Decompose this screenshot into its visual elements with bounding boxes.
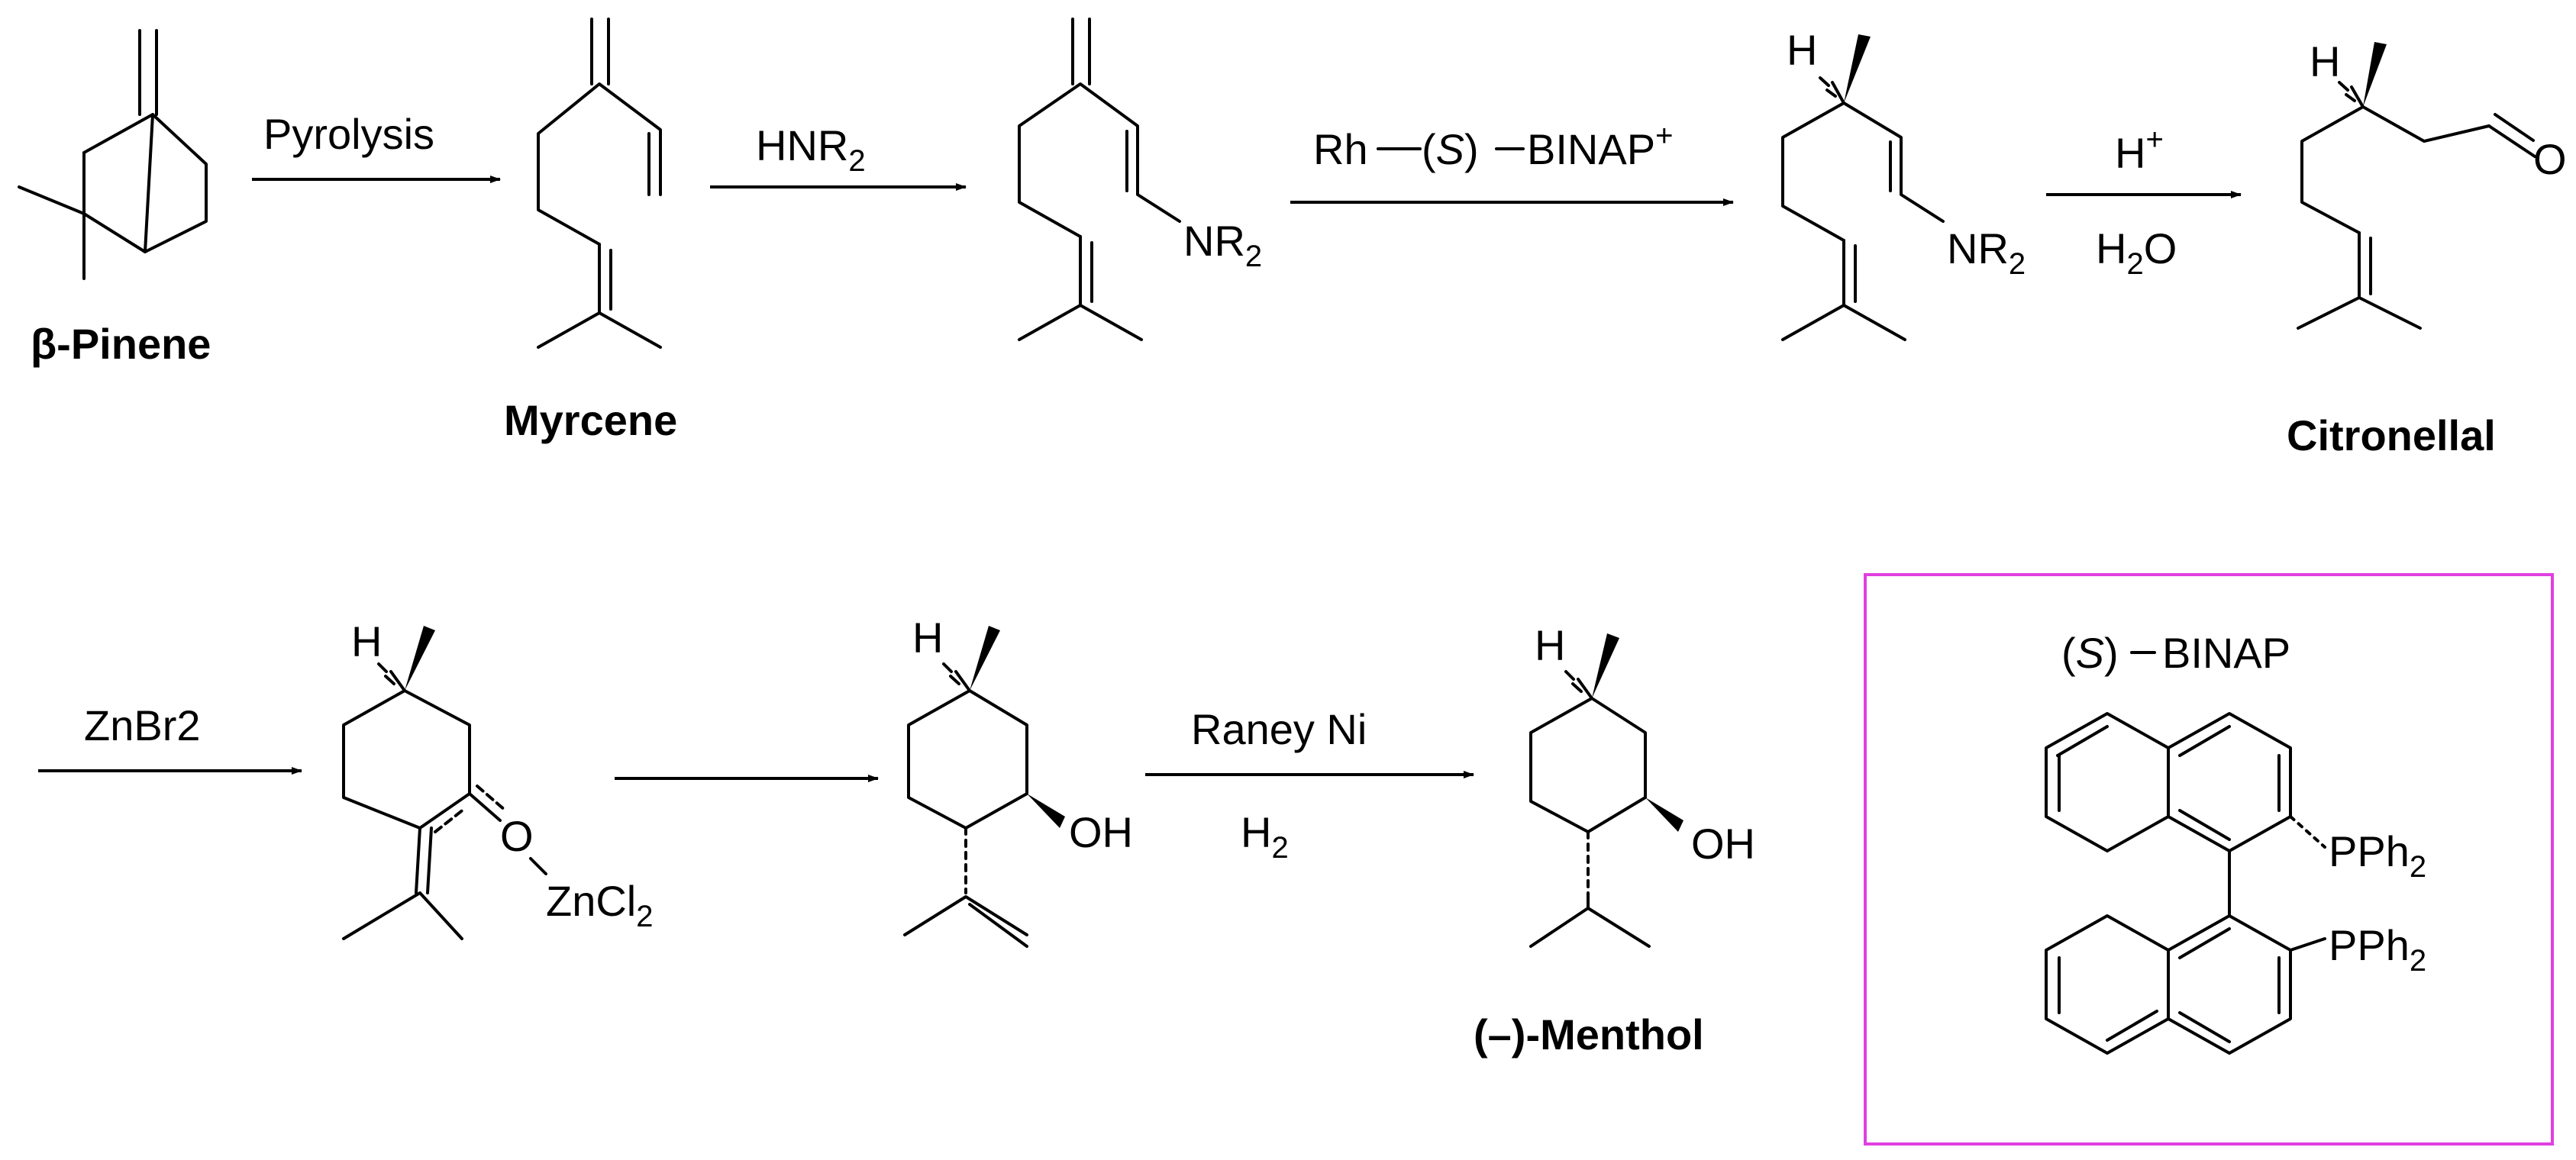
reagent-acid: H+ [2115,123,2164,177]
reagent-water: H2O [2096,224,2177,281]
atom-label-nr2-enamine: NR2 [1947,224,2026,281]
atom-label-h-isopulegol: H [912,614,943,662]
reagent-h2: H2 [1241,808,1289,865]
atom-label-oh-isopulegol: OH [1069,808,1133,856]
reagent-pyrolysis: Pyrolysis [263,110,434,158]
beta-pinene-structure [18,29,208,280]
compound-name-citronellal: Citronellal [2287,411,2496,459]
dienamine-structure [1018,18,1181,341]
binap-reference-box: (S) BINAP PPh2 [1864,573,2554,1146]
compound-name-menthol: (–)-Menthol [1474,1010,1704,1058]
binap-lower-naphthalene [2045,914,2326,1055]
atom-label-pph2-upper: PPh2 [2329,827,2426,884]
atom-label-oh-menthol: OH [1691,820,1755,868]
compound-name-beta-pinene: β-Pinene [31,320,211,368]
binap-upper-naphthalene [2045,712,2326,852]
reaction-arrow-isomerization [1290,147,1734,206]
reagent-znbr2: ZnBr2 [84,701,201,749]
myrcene-structure [537,18,662,349]
atom-label-h-menthol: H [1535,621,1565,669]
atom-label-h-enamine: H [1787,26,1817,74]
reagent-raney-ni: Raney Ni [1191,705,1367,753]
zinc-complex-structure [342,626,547,940]
isopulegol-structure [903,626,1065,948]
reagent-s-binap-plus: (S) [1422,125,1479,173]
citronellal-structure [2297,42,2536,330]
reagent-binap-cation: BINAP+ [1527,119,1673,173]
atom-label-h-citronellal: H [2310,37,2340,85]
menthol-structure [1529,633,1683,948]
atom-label-zncl2: ZnCl2 [546,877,653,933]
atom-label-pph2-lower: PPh2 [2329,921,2426,978]
atom-label-o-zinc-complex: O [500,812,534,860]
chiral-enamine-structure [1781,34,1945,341]
atom-label-nr2-dienamine: NR2 [1183,217,1262,273]
binap-title: (S) [2061,629,2119,677]
binap-title-rest: BINAP [2162,629,2290,677]
atom-label-h-zinc-complex: H [351,617,382,665]
compound-name-myrcene: Myrcene [504,396,677,444]
reagent-hnr2: HNR2 [756,121,866,178]
atom-label-o-citronellal: O [2533,135,2567,183]
reagent-rh: Rh [1313,125,1368,173]
